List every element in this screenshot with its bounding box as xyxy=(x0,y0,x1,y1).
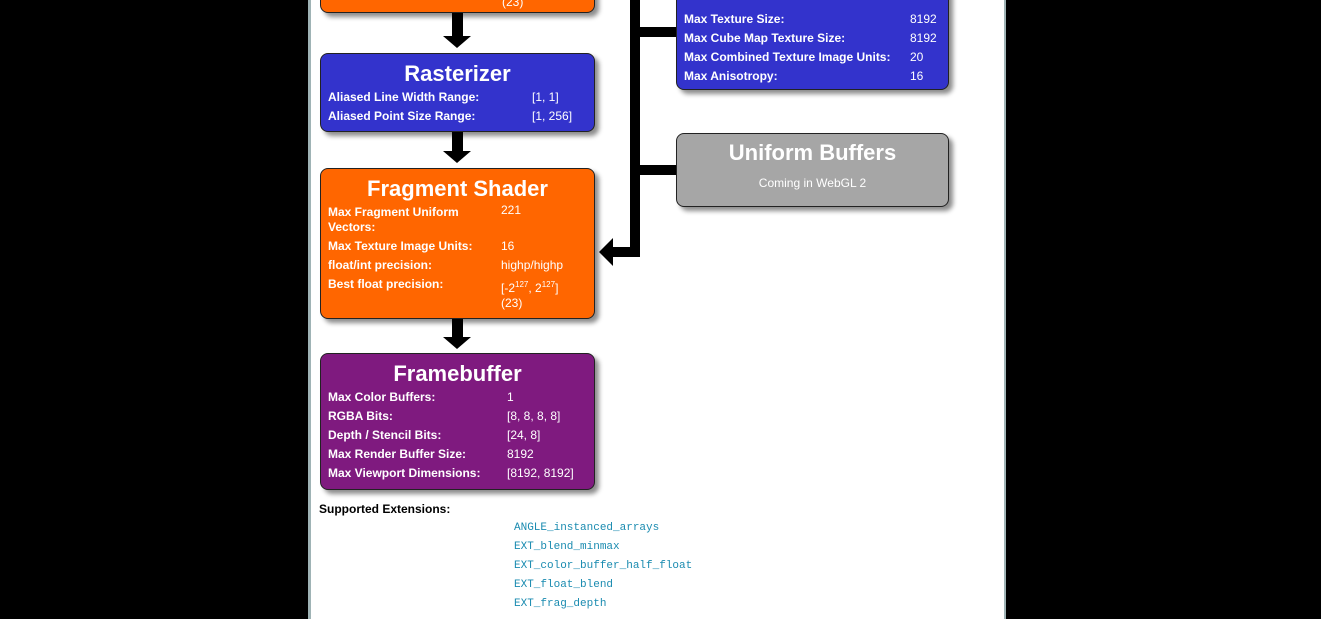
extensions-heading: Supported Extensions: xyxy=(319,502,451,516)
info-label: float/int precision: xyxy=(328,258,433,272)
info-label: Depth / Stencil Bits: xyxy=(328,428,442,442)
fragment-shader-box: Fragment Shader Max Fragment Uniform Vec… xyxy=(320,168,595,319)
info-label: Max Texture Size: xyxy=(684,12,785,26)
rasterizer-box: Rasterizer Aliased Line Width Range: [1, … xyxy=(320,53,595,132)
info-value: 8192 xyxy=(507,447,534,461)
info-label: Max Color Buffers: xyxy=(328,390,436,404)
info-row: Depth / Stencil Bits: [24, 8] xyxy=(321,426,594,445)
info-value: [1, 256] xyxy=(532,109,573,123)
fragment-shader-title: Fragment Shader xyxy=(367,176,548,201)
info-value: 16 xyxy=(501,239,515,253)
vertex-shader-box: (23) xyxy=(320,0,595,13)
info-row: Max Texture Image Units: 16 xyxy=(321,237,594,256)
info-value: [1, 1] xyxy=(532,90,559,104)
connector-branch xyxy=(630,165,676,175)
info-value: 8192 xyxy=(910,12,937,26)
info-row: Max Texture Size: 8192 xyxy=(677,10,948,29)
info-row: Max Cube Map Texture Size: 8192 xyxy=(677,29,948,48)
info-row: RGBA Bits: [8, 8, 8, 8] xyxy=(321,407,594,426)
info-value: 1 xyxy=(507,390,514,404)
info-row: Max Anisotropy: 16 xyxy=(677,67,948,86)
info-label: Max Render Buffer Size: xyxy=(328,447,467,461)
info-label: Aliased Line Width Range: xyxy=(328,90,480,104)
info-value: 221 xyxy=(501,203,522,217)
info-label: Max Texture Image Units: xyxy=(328,239,473,253)
info-value: [8, 8, 8, 8] xyxy=(507,409,561,423)
uniform-buffers-title: Uniform Buffers xyxy=(728,140,897,165)
info-value: highp/highp xyxy=(501,258,564,272)
extension-link[interactable]: ANGLE_instanced_arrays xyxy=(514,522,660,534)
info-row: Aliased Line Width Range: [1, 1] xyxy=(321,88,594,107)
connector-branch xyxy=(630,27,676,37)
arrow-shaft xyxy=(452,13,463,37)
connector-vertical xyxy=(630,0,640,257)
info-label: Max Viewport Dimensions: xyxy=(328,466,481,480)
framebuffer-title: Framebuffer xyxy=(393,361,522,386)
extension-link[interactable]: EXT_frag_depth xyxy=(514,598,607,610)
info-row: Max Color Buffers: 1 xyxy=(321,388,594,407)
rasterizer-title: Rasterizer xyxy=(404,61,511,86)
info-value: 16 xyxy=(910,69,924,83)
framebuffer-box: Framebuffer Max Color Buffers: 1 RGBA Bit… xyxy=(320,353,595,490)
arrow-down-icon xyxy=(443,36,471,48)
info-value: [8192, 8192] xyxy=(507,466,574,480)
info-label: RGBA Bits: xyxy=(328,409,393,423)
info-row: float/int precision: highp/highp xyxy=(321,256,594,275)
info-value: [-2127, 2127](23) xyxy=(501,280,559,310)
info-row: Best float precision: [-2127, 2127](23) xyxy=(321,275,594,310)
info-label: Max Cube Map Texture Size: xyxy=(684,31,846,45)
info-label: Max Combined Texture Image Units: xyxy=(684,50,891,64)
extension-link[interactable]: EXT_float_blend xyxy=(514,579,614,591)
extension-link[interactable]: EXT_blend_minmax xyxy=(514,541,620,553)
info-label: Best float precision: xyxy=(328,277,444,291)
arrow-shaft xyxy=(452,318,463,338)
uniform-buffers-box: Uniform Buffers Coming in WebGL 2 xyxy=(676,133,949,207)
info-label: Max Fragment Uniform Vectors: xyxy=(328,205,459,234)
info-label: Aliased Point Size Range: xyxy=(328,109,476,123)
uniform-buffers-note: Coming in WebGL 2 xyxy=(758,176,867,190)
arrow-left-icon xyxy=(599,238,613,266)
info-row: Max Viewport Dimensions: [8192, 8192] xyxy=(321,464,594,483)
connector-to-fragment xyxy=(612,247,640,257)
info-row: Max Fragment Uniform Vectors: 221 xyxy=(321,203,594,237)
info-row: Max Combined Texture Image Units: 20 xyxy=(677,48,948,67)
textures-box: Max Texture Size: 8192 Max Cube Map Textu… xyxy=(676,0,949,90)
arrow-down-icon xyxy=(443,337,471,349)
info-row: Aliased Point Size Range: [1, 256] xyxy=(321,107,594,126)
info-row: Max Render Buffer Size: 8192 xyxy=(321,445,594,464)
info-value: 20 xyxy=(910,50,924,64)
partial-value: (23) xyxy=(502,0,524,9)
arrow-down-icon xyxy=(443,151,471,163)
info-value: [24, 8] xyxy=(507,428,541,442)
info-value: 8192 xyxy=(910,31,937,45)
info-label: Max Anisotropy: xyxy=(684,69,778,83)
extension-link[interactable]: EXT_color_buffer_half_float xyxy=(514,560,693,572)
arrow-shaft xyxy=(452,132,463,152)
